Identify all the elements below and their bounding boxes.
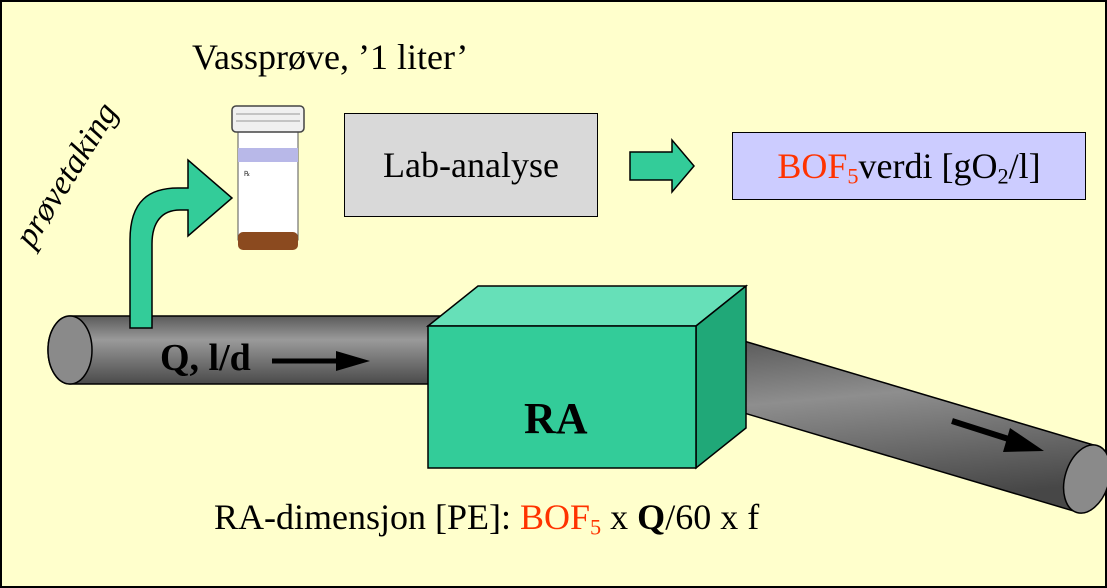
lab-to-result-arrow (629, 137, 695, 195)
result-bof: BOF5 (777, 146, 859, 189)
ra-dimension-formula: RA-dimensjon [PE]: BOF5 x Q/60 x f (214, 497, 760, 540)
sample-bottle-icon: ℞ (231, 105, 305, 250)
sampling-arrow (129, 158, 234, 329)
result-text: verdi [gO2/l] (858, 146, 1041, 189)
ra-box (425, 284, 749, 470)
flow-label: Q, l/d (160, 337, 251, 379)
bof-result-box: BOF5 verdi [gO2/l] (732, 132, 1086, 200)
flow-arrow-icon (272, 351, 370, 371)
lab-analysis-label: Lab-analyse (383, 145, 559, 185)
outflow-arrow-icon (951, 418, 1044, 452)
sample-title: Vassprøve, ’1 liter’ (192, 37, 469, 77)
svg-text:℞: ℞ (244, 170, 250, 178)
ra-label: RA (524, 394, 588, 443)
lab-analysis-box: Lab-analyse (344, 113, 598, 217)
outflow-pipe (692, 334, 1107, 514)
